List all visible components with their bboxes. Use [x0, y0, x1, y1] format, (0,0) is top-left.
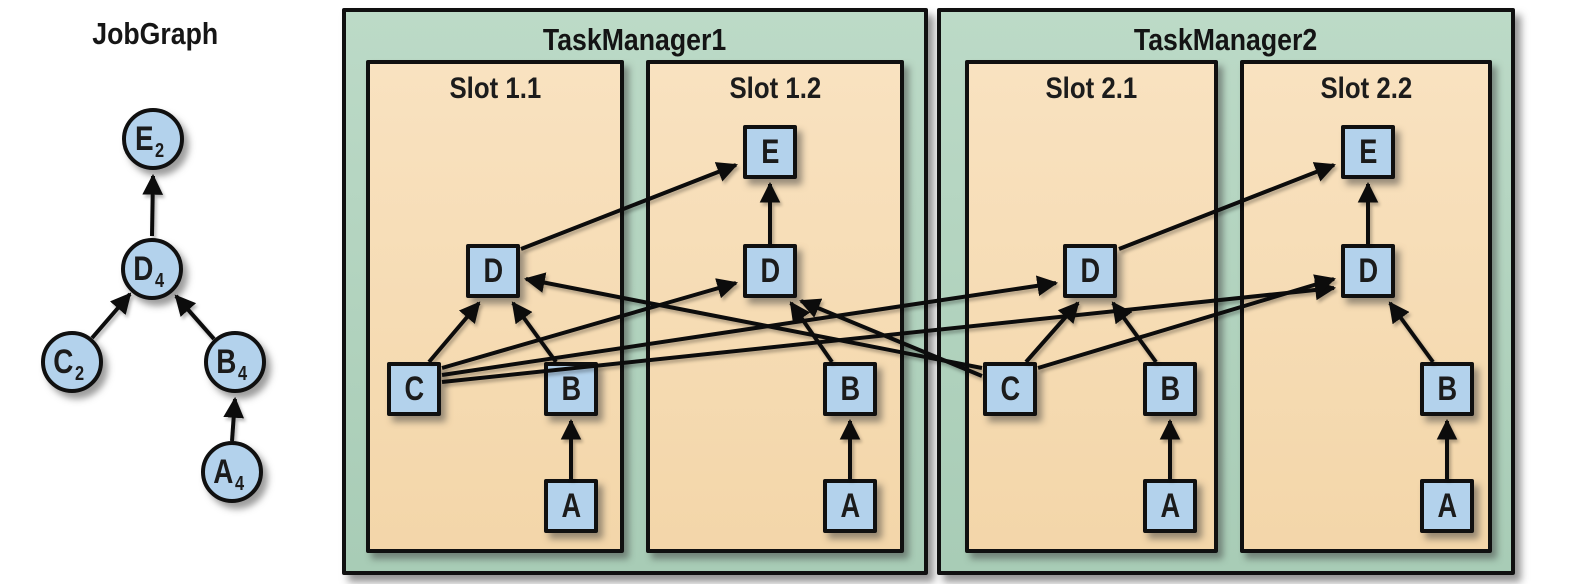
- taskmanager-title: TaskManager1: [346, 22, 924, 58]
- jobgraph-node-label: D: [133, 249, 154, 288]
- task-slot-2-2-d: D: [1341, 244, 1395, 298]
- slot-title: Slot 2.1: [969, 72, 1214, 106]
- task-label: D: [483, 251, 503, 290]
- task-slot-2-1-c: C: [983, 362, 1037, 416]
- task-slot-1-2-b: B: [823, 362, 877, 416]
- slot-title-text: Slot 1.1: [449, 72, 541, 105]
- taskmanager-title-text: TaskManager2: [1134, 22, 1318, 57]
- jobgraph-node-label: B: [216, 342, 237, 381]
- task-label: E: [1358, 132, 1378, 171]
- slot-title-text: Slot 2.2: [1320, 72, 1412, 105]
- jobgraph-title-text: JobGraph: [92, 16, 218, 51]
- jobgraph-edge-a4-to-b4: [223, 396, 245, 442]
- slot-title: Slot 1.1: [370, 72, 620, 106]
- task-label: B: [1160, 369, 1180, 408]
- task-slot-2-1-b: B: [1143, 362, 1197, 416]
- jobgraph-node-parallelism: 2: [74, 362, 84, 385]
- task-slot-1-1-d: D: [466, 244, 520, 298]
- task-slot-2-1-a: A: [1143, 479, 1197, 533]
- task-slot-1-1-a: A: [544, 479, 598, 533]
- task-label: D: [1080, 251, 1100, 290]
- slot-title-text: Slot 2.1: [1045, 72, 1138, 105]
- task-slot-1-1-c: C: [387, 362, 441, 416]
- jobgraph-node-parallelism: 4: [237, 362, 247, 385]
- jobgraph-node-label: A: [213, 452, 234, 491]
- task-label: E: [760, 132, 780, 171]
- task-label: C: [404, 369, 424, 408]
- jobgraph-edge-c2-to-d4: [90, 292, 132, 340]
- task-label: A: [1437, 486, 1457, 525]
- jobgraph-edge-d4-to-e2: [142, 173, 164, 237]
- task-label: B: [840, 369, 860, 408]
- slot-title-text: Slot 1.2: [729, 72, 821, 105]
- slot-title: Slot 1.2: [650, 72, 900, 106]
- taskmanager-title-text: TaskManager1: [543, 22, 727, 57]
- jobgraph-node-label: E: [135, 119, 154, 158]
- task-label: B: [561, 369, 581, 408]
- task-slot-2-2-b: B: [1420, 362, 1474, 416]
- task-slot-2-2-a: A: [1420, 479, 1474, 533]
- jobgraph-node-parallelism: 4: [154, 269, 164, 292]
- jobgraph-title: JobGraph: [40, 16, 270, 52]
- taskmanager-title: TaskManager2: [941, 22, 1511, 58]
- jobgraph-node-parallelism: 4: [234, 472, 244, 495]
- task-slot-1-2-a: A: [823, 479, 877, 533]
- task-slot-2-2-e: E: [1341, 125, 1395, 179]
- slot-title: Slot 2.2: [1244, 72, 1488, 106]
- task-slot-2-1-d: D: [1063, 244, 1117, 298]
- jobgraph-node-parallelism: 2: [154, 139, 164, 162]
- task-label: A: [561, 486, 581, 525]
- task-slot-1-2-e: E: [743, 125, 797, 179]
- task-label: C: [1000, 369, 1020, 408]
- task-slot-1-2-d: D: [743, 244, 797, 298]
- task-slot-1-1-b: B: [544, 362, 598, 416]
- task-label: D: [1358, 251, 1378, 290]
- task-label: A: [1160, 486, 1180, 525]
- jobgraph-node-label: C: [53, 342, 74, 381]
- task-label: B: [1437, 369, 1457, 408]
- task-label: A: [840, 486, 860, 525]
- jobgraph-edge-b4-to-d4: [174, 294, 216, 341]
- task-label: D: [760, 251, 780, 290]
